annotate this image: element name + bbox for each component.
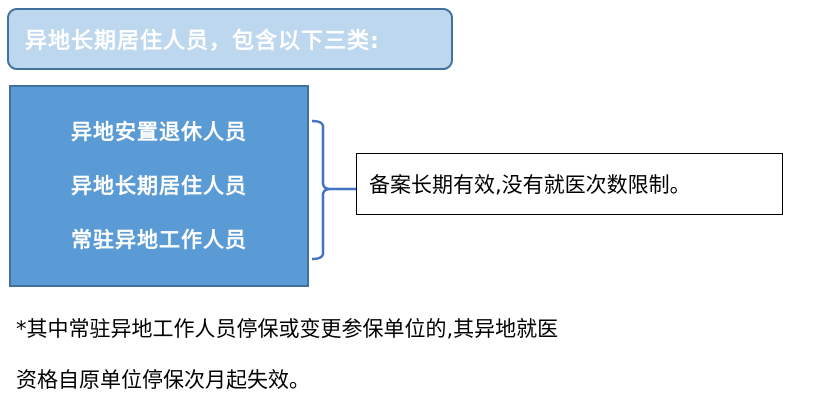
category-item: 异地安置退休人员 [71, 120, 247, 144]
title-text: 异地长期居住人员，包含以下三类: [25, 29, 380, 54]
right-brace-icon [311, 119, 356, 261]
footnote-line-1: *其中常驻异地工作人员停保或变更参保单位的,其异地就医 [16, 317, 559, 341]
note-box: 备案长期有效,没有就医次数限制。 [356, 153, 783, 215]
footnote-line-2: 资格自原单位停保次月起失效。 [16, 368, 310, 392]
title-banner: 异地长期居住人员，包含以下三类: [7, 8, 453, 70]
category-item: 异地长期居住人员 [71, 174, 247, 198]
note-text: 备案长期有效,没有就医次数限制。 [369, 173, 691, 197]
category-box: 异地安置退休人员 异地长期居住人员 常驻异地工作人员 [9, 85, 309, 287]
category-item: 常驻异地工作人员 [71, 228, 247, 252]
